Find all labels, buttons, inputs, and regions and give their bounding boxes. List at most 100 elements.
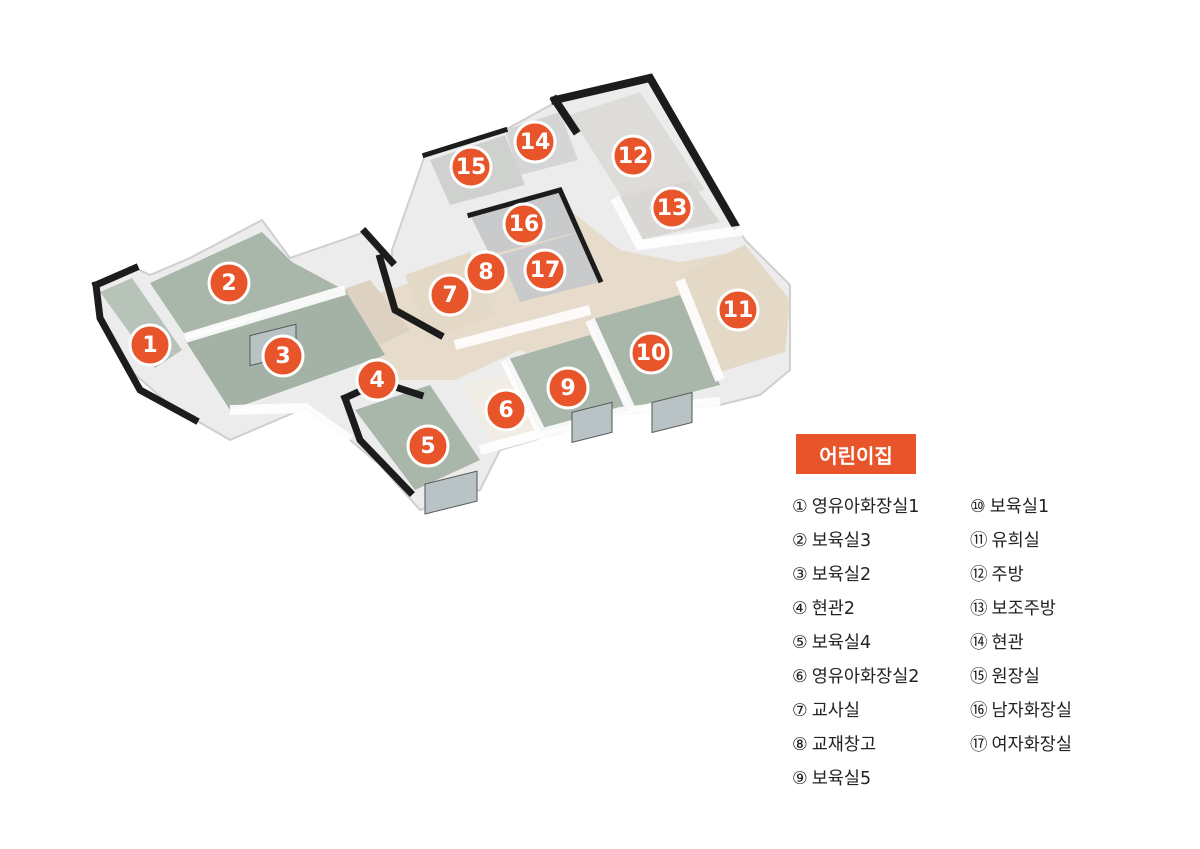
legend-item-number: ⑥ xyxy=(792,667,808,687)
room-marker-5: 5 xyxy=(406,424,450,468)
marker-number: 8 xyxy=(478,260,493,285)
legend-item-number: ⑫ xyxy=(970,565,988,585)
marker-number: 9 xyxy=(560,376,575,401)
marker-circle xyxy=(261,334,305,378)
marker-number: 16 xyxy=(509,212,540,237)
room-marker-4: 4 xyxy=(355,358,399,402)
marker-circle xyxy=(650,186,694,230)
legend-item-number: ⑬ xyxy=(970,599,988,619)
marker-number: 14 xyxy=(520,130,551,155)
marker-number: 13 xyxy=(657,196,688,221)
marker-number: 2 xyxy=(221,271,236,296)
legend-item-number: ⑭ xyxy=(970,633,988,653)
room-marker-13: 13 xyxy=(650,186,694,230)
marker-number: 6 xyxy=(498,398,513,423)
marker-number: 4 xyxy=(369,368,384,393)
marker-circle xyxy=(428,273,472,317)
marker-circle xyxy=(207,261,251,305)
legend-item-label: 보육실4 xyxy=(811,633,872,653)
legend-item-number: ⑦ xyxy=(792,701,808,721)
marker-circle xyxy=(502,202,546,246)
marker-number: 11 xyxy=(723,298,754,323)
legend-item-number: ⑰ xyxy=(970,735,988,755)
legend-item-label: 여자화장실 xyxy=(991,735,1073,755)
room-marker-1: 1 xyxy=(128,323,172,367)
room-marker-3: 3 xyxy=(261,334,305,378)
legend-item-label: 주방 xyxy=(991,565,1024,585)
legend-item-number: ⑨ xyxy=(792,769,808,789)
marker-circle xyxy=(128,323,172,367)
legend-item-label: 영유아화장실2 xyxy=(811,667,920,687)
marker-number: 1 xyxy=(142,333,157,358)
room-marker-10: 10 xyxy=(629,331,673,375)
legend-item-label: 교사실 xyxy=(811,701,861,721)
legend-item-number: ⑪ xyxy=(970,531,988,551)
legend-item-label: 보육실3 xyxy=(811,531,872,551)
room-marker-15: 15 xyxy=(449,145,493,189)
legend-item-label: 보육실2 xyxy=(811,565,872,585)
legend-item-label: 영유아화장실1 xyxy=(811,497,920,517)
legend-item-label: 보육실1 xyxy=(989,497,1050,517)
legend-item-number: ⑤ xyxy=(792,633,808,653)
legend-item-label: 남자화장실 xyxy=(991,701,1073,721)
marker-circle xyxy=(523,248,567,292)
marker-circle xyxy=(716,288,760,332)
legend-item-label: 보육실5 xyxy=(811,769,872,789)
marker-circle xyxy=(546,366,590,410)
legend-item-label: 현관 xyxy=(991,633,1024,653)
marker-number: 10 xyxy=(636,341,667,366)
room-marker-17: 17 xyxy=(523,248,567,292)
room-marker-12: 12 xyxy=(611,134,655,178)
room-marker-6: 6 xyxy=(484,388,528,432)
legend-item-label: 원장실 xyxy=(991,667,1040,687)
legend-item-number: ⑮ xyxy=(970,667,988,687)
legend-title: 어린이집 xyxy=(796,434,916,474)
marker-circle xyxy=(611,134,655,178)
marker-circle xyxy=(464,250,508,294)
legend-item-label: 보조주방 xyxy=(991,599,1056,619)
marker-circle xyxy=(406,424,450,468)
marker-circle xyxy=(355,358,399,402)
legend-item-number: ⑧ xyxy=(792,735,808,755)
marker-circle xyxy=(513,120,557,164)
legend-item-number: ⑯ xyxy=(970,701,988,721)
legend-item-number: ② xyxy=(792,531,808,551)
room-marker-16: 16 xyxy=(502,202,546,246)
marker-number: 12 xyxy=(618,144,649,169)
marker-circle xyxy=(449,145,493,189)
marker-circle xyxy=(629,331,673,375)
legend-item-label: 유희실 xyxy=(991,531,1040,551)
marker-number: 15 xyxy=(456,155,487,180)
marker-number: 3 xyxy=(275,344,290,369)
legend-item-number: ⑩ xyxy=(970,497,986,517)
marker-number: 17 xyxy=(530,258,561,283)
marker-number: 5 xyxy=(420,434,435,459)
room-marker-11: 11 xyxy=(716,288,760,332)
legend-item-label: 교재창고 xyxy=(811,735,877,755)
room-marker-7: 7 xyxy=(428,273,472,317)
marker-circle xyxy=(484,388,528,432)
marker-number: 7 xyxy=(442,283,457,308)
legend-item-label: 현관2 xyxy=(811,599,856,619)
legend-item-number: ③ xyxy=(792,565,808,585)
hallway-floor xyxy=(335,280,410,345)
room-marker-14: 14 xyxy=(513,120,557,164)
